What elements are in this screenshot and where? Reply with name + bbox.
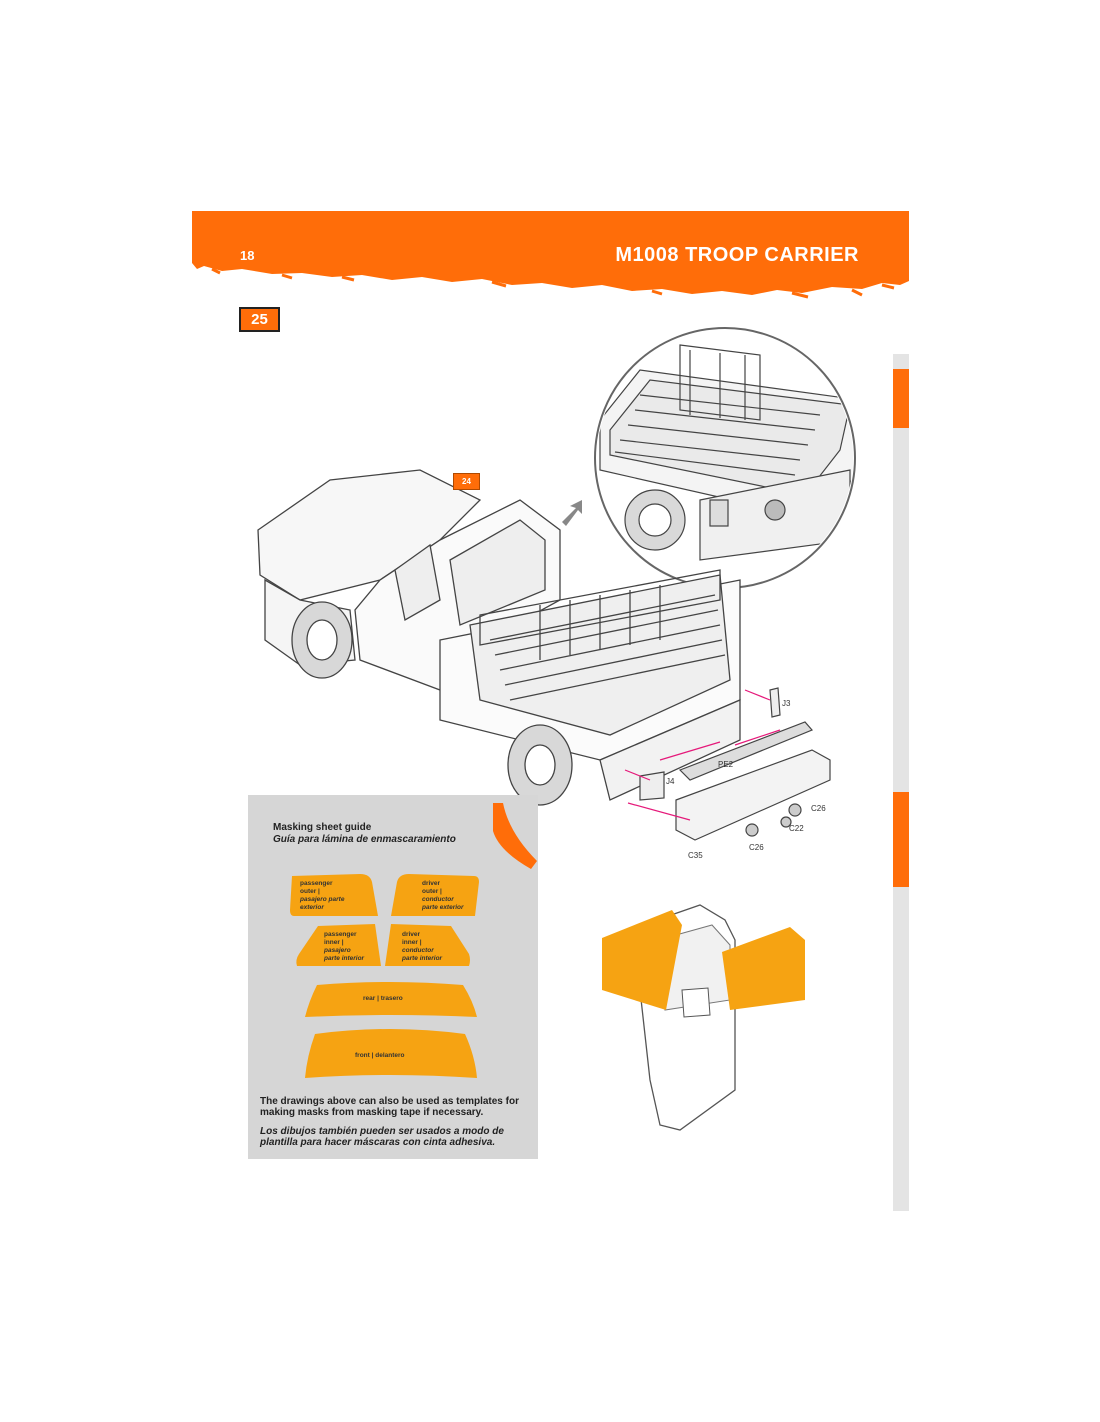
- mask-front: [305, 1029, 477, 1078]
- part-label-j4: J4: [666, 777, 675, 786]
- mask-driver-outer: [391, 874, 479, 916]
- part-label-j3: J3: [782, 699, 791, 708]
- masking-guide-title: Masking sheet guide: [273, 822, 372, 833]
- mask-driver-inner: [385, 924, 470, 966]
- masking-note-english: The drawings above can also be used as t…: [260, 1096, 519, 1118]
- mask-label-driver-outer: driver outer | conductor parte exterior: [422, 880, 464, 911]
- step-number-badge: 25: [239, 307, 280, 332]
- part-c35: [675, 749, 831, 841]
- part-j3: [769, 687, 781, 718]
- part-label-pe2: PE2: [718, 760, 734, 769]
- header-brush-banner: [192, 211, 909, 299]
- bumper-parts: [639, 687, 831, 841]
- part-label-c26-right: C26: [811, 804, 826, 813]
- panel-corner-flourish: [493, 803, 537, 869]
- truck-drawing: [257, 469, 741, 806]
- mask-rear: [305, 982, 477, 1017]
- page-number: 18: [240, 248, 255, 263]
- masking-guide-panel: Masking sheet guide Guía para lámina de …: [248, 795, 538, 1159]
- page-title: M1008 TROOP CARRIER: [615, 244, 859, 266]
- side-marker-top: [893, 369, 909, 428]
- part-label-c26-bottom: C26: [749, 843, 764, 852]
- rear-detail-circle: [594, 327, 856, 589]
- mask-label-passenger-outer: passenger outer | pasajero parte exterio…: [300, 880, 345, 911]
- detail-pointer-arrow: [562, 500, 582, 526]
- mask-passenger-inner: [296, 924, 381, 966]
- masking-note-spanish: Los dibujos también pueden ser usados a …: [260, 1126, 504, 1148]
- door-drawing: [602, 904, 805, 1131]
- side-progress-strip: [893, 354, 909, 1211]
- part-pe2: [678, 721, 814, 781]
- mask-label-front: front | delantero: [355, 1052, 405, 1059]
- reference-step-badge: 24: [453, 473, 480, 490]
- page-header: 18 M1008 TROOP CARRIER: [192, 211, 909, 306]
- masking-guide-subtitle: Guía para lámina de enmascaramiento: [273, 834, 456, 845]
- mask-label-passenger-inner: passenger inner | pasajero parte interio…: [324, 931, 365, 962]
- part-j4: [639, 771, 665, 801]
- mask-label-driver-inner: driver inner | conductor parte interior: [402, 931, 443, 962]
- mask-passenger-outer: [290, 874, 378, 916]
- part-label-c22: C22: [789, 824, 804, 833]
- side-marker-bottom: [893, 792, 909, 887]
- mask-label-rear: rear | trasero: [363, 995, 403, 1002]
- part-label-c35: C35: [688, 851, 703, 860]
